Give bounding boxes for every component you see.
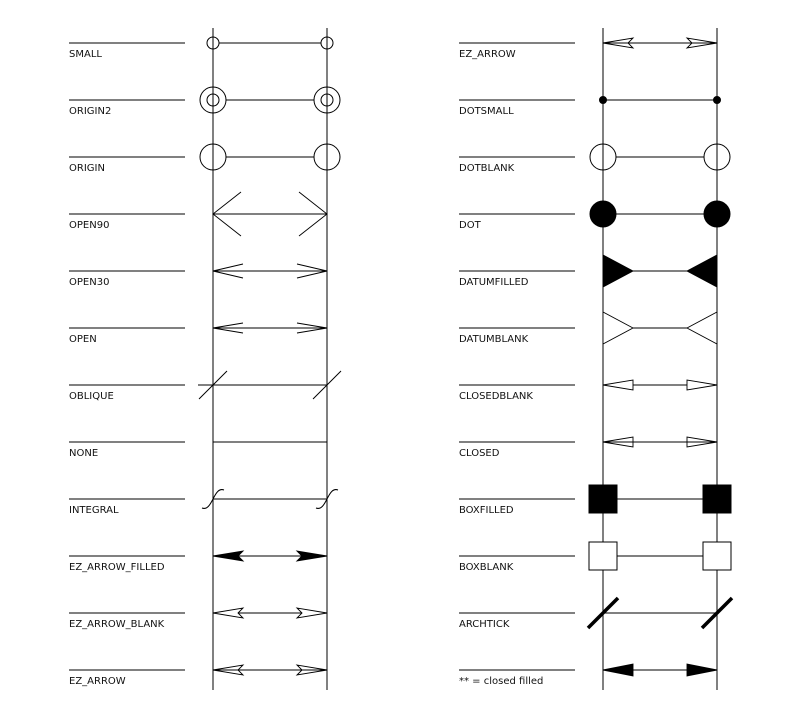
arrow-type-label: SMALL bbox=[69, 49, 102, 60]
arrow-row-open30: OPEN30 bbox=[69, 263, 328, 288]
arrow-type-label: ORIGIN bbox=[69, 163, 105, 174]
arrow-row-ez_arrow_filled: EZ_ARROW_FILLED bbox=[69, 550, 328, 573]
dimension-symbol-small bbox=[206, 36, 334, 50]
arrow-row-datumfilled: DATUMFILLED bbox=[459, 254, 718, 288]
arrow-type-label: BOXFILLED bbox=[459, 505, 514, 516]
dimension-symbol-datumblank bbox=[602, 311, 718, 345]
arrow-row-open: OPEN bbox=[69, 322, 328, 345]
dimension-symbol-ez_arrow_filled bbox=[212, 550, 328, 562]
dimension-symbol-closed_filled bbox=[602, 663, 718, 677]
arrow-type-label: CLOSEDBLANK bbox=[459, 391, 533, 402]
dimension-symbol-dotsmall bbox=[599, 96, 721, 104]
dimension-symbol-boxblank bbox=[588, 541, 732, 571]
arrow-row-oblique: OBLIQUE bbox=[69, 370, 342, 402]
arrow-row-origin: ORIGIN bbox=[69, 143, 341, 174]
arrow-row-none: NONE bbox=[69, 441, 327, 459]
arrow-type-label: OPEN bbox=[69, 334, 97, 345]
dimension-symbol-ez_arrow bbox=[212, 664, 328, 676]
arrow-row-closed_filled: ** = closed filled bbox=[459, 663, 718, 687]
arrow-type-label: ARCHTICK bbox=[459, 619, 510, 630]
arrow-type-label: DOT bbox=[459, 220, 482, 231]
arrow-row-ez_arrow_blank: EZ_ARROW_BLANK bbox=[69, 607, 328, 630]
arrow-row-ez_arrow: EZ_ARROW bbox=[459, 37, 718, 60]
arrow-type-label: DOTSMALL bbox=[459, 106, 514, 117]
dimension-symbol-open30 bbox=[212, 263, 328, 279]
dimension-symbol-origin2 bbox=[199, 86, 341, 114]
arrow-type-label: INTEGRAL bbox=[69, 505, 119, 516]
arrow-row-ez_arrow: EZ_ARROW bbox=[69, 664, 328, 687]
arrow-type-label: ** = closed filled bbox=[459, 676, 543, 687]
arrow-type-label: OPEN90 bbox=[69, 220, 109, 231]
arrow-type-label: EZ_ARROW bbox=[69, 676, 126, 687]
dimension-symbol-boxfilled bbox=[588, 484, 732, 514]
arrow-row-integral: INTEGRAL bbox=[69, 489, 339, 516]
arrow-type-label: CLOSED bbox=[459, 448, 500, 459]
right-column: EZ_ARROW DOTSMALL DOTBLANK DOT DATUMFILLED DA… bbox=[459, 28, 734, 690]
dimension-symbol-archtick bbox=[586, 596, 734, 630]
arrow-type-label: EZ_ARROW_BLANK bbox=[69, 619, 165, 630]
arrow-type-label: BOXBLANK bbox=[459, 562, 514, 573]
dimension-symbol-open bbox=[212, 322, 328, 334]
dimension-symbol-ez_arrow bbox=[602, 37, 718, 49]
dimension-symbol-closedblank bbox=[602, 379, 718, 391]
arrow-row-closedblank: CLOSEDBLANK bbox=[459, 379, 718, 402]
arrow-row-boxfilled: BOXFILLED bbox=[459, 484, 732, 516]
dimension-symbol-ez_arrow_blank bbox=[212, 607, 328, 619]
arrow-type-label: DATUMBLANK bbox=[459, 334, 529, 345]
arrow-row-dot: DOT bbox=[459, 200, 731, 231]
arrow-type-label: DOTBLANK bbox=[459, 163, 515, 174]
arrow-row-dotsmall: DOTSMALL bbox=[459, 96, 721, 117]
dimension-symbol-dot bbox=[589, 200, 731, 228]
arrow-type-label: OBLIQUE bbox=[69, 391, 114, 402]
arrow-row-datumblank: DATUMBLANK bbox=[459, 311, 718, 345]
dimension-symbol-integral bbox=[201, 489, 339, 509]
arrow-type-label: EZ_ARROW bbox=[459, 49, 516, 60]
arrow-row-open90: OPEN90 bbox=[69, 191, 328, 237]
arrow-row-boxblank: BOXBLANK bbox=[459, 541, 732, 573]
dimension-symbol-datumfilled bbox=[602, 254, 718, 288]
dimension-symbol-oblique bbox=[198, 370, 342, 400]
arrow-row-dotblank: DOTBLANK bbox=[459, 143, 731, 174]
arrow-type-label: EZ_ARROW_FILLED bbox=[69, 562, 165, 573]
arrow-row-closed: CLOSED bbox=[459, 436, 718, 459]
arrow-type-label: NONE bbox=[69, 448, 98, 459]
arrow-type-label: DATUMFILLED bbox=[459, 277, 529, 288]
arrow-row-origin2: ORIGIN2 bbox=[69, 86, 341, 117]
dimension-symbol-open90 bbox=[212, 191, 328, 237]
arrow-row-small: SMALL bbox=[69, 36, 334, 60]
arrow-row-archtick: ARCHTICK bbox=[459, 596, 734, 630]
dimension-symbol-dotblank bbox=[589, 143, 731, 171]
arrow-type-label: ORIGIN2 bbox=[69, 106, 111, 117]
dimension-symbol-origin bbox=[199, 143, 341, 171]
dimension-symbol-closed bbox=[602, 436, 718, 448]
arrow-type-label: OPEN30 bbox=[69, 277, 109, 288]
